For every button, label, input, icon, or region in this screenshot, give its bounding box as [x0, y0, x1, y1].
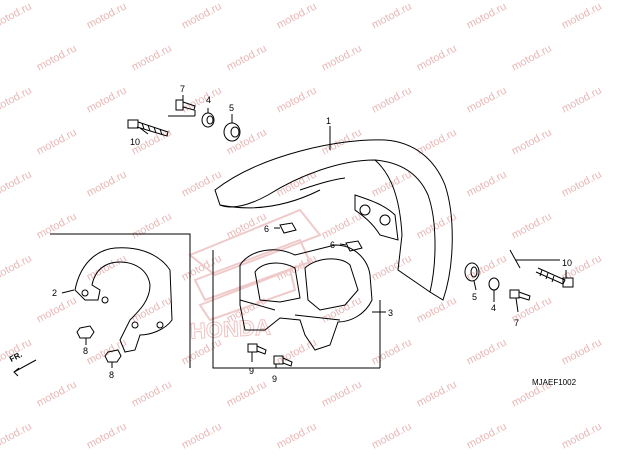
callout-7-top: 7 [180, 84, 186, 94]
callout-9-b: 9 [272, 374, 278, 384]
diagram-code: MJAEF1002 [532, 378, 577, 387]
bolt-10-top [127, 119, 169, 137]
callout-4-top: 4 [206, 95, 212, 105]
callout-8-b: 8 [109, 370, 115, 380]
callout-5-right: 5 [472, 292, 478, 302]
callout-10-right: 10 [562, 258, 573, 268]
bolt-9-a [247, 343, 267, 355]
front-arrow [13, 359, 37, 377]
collar-4-top [201, 112, 215, 128]
leader-lines [61, 95, 567, 368]
grommet-5-right [464, 262, 480, 282]
callout-8-a: 8 [83, 346, 89, 356]
callout-2: 2 [52, 288, 58, 298]
callout-4-right: 4 [491, 303, 497, 313]
collar-4-right [488, 277, 500, 291]
fender-bracket-2 [74, 247, 173, 353]
nut-8-b [104, 349, 122, 363]
honda-logo-text: HONDA [189, 314, 271, 343]
callout-6-a: 6 [264, 224, 270, 234]
bolt-7-right [509, 289, 531, 301]
callout-1: 1 [326, 116, 332, 126]
part3-box [212, 250, 381, 369]
bolt-10-right [535, 267, 574, 288]
grommet-5-top [223, 122, 241, 142]
callout-6-b: 6 [330, 240, 336, 250]
part2-box [50, 233, 191, 368]
honda-logo [188, 208, 322, 322]
callout-3: 3 [388, 308, 394, 318]
bolt-9-b [273, 355, 293, 367]
callout-10-top: 10 [130, 137, 141, 147]
nut-8-a [76, 325, 95, 339]
clip-6-b [345, 240, 363, 252]
callout-5-top: 5 [229, 103, 235, 113]
callout-7-right: 7 [514, 318, 520, 328]
bolt-7-top [175, 99, 196, 111]
fender-bracket-3 [239, 244, 373, 351]
clip-6-a [279, 222, 297, 234]
front-fender [214, 139, 453, 301]
callout-9-a: 9 [249, 366, 255, 376]
